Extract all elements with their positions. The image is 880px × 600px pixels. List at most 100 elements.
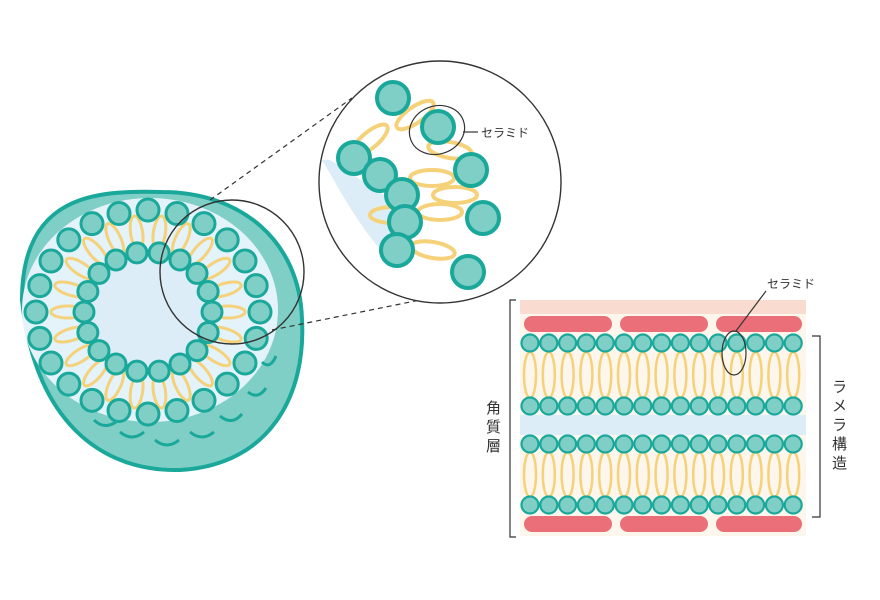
ceramide-head — [104, 248, 128, 272]
ceramide-head — [651, 333, 672, 353]
ceramide-head — [539, 333, 559, 353]
ceramide-head — [539, 495, 559, 515]
ceramide-head — [764, 396, 785, 416]
ceramide-head — [670, 495, 691, 515]
ceramide-head — [651, 495, 672, 515]
corneocyte-cell — [620, 516, 708, 532]
ceramide-head — [106, 200, 132, 226]
ceramide-head — [214, 371, 240, 397]
ceramide-head — [520, 495, 540, 515]
ceramide-head — [557, 333, 578, 353]
ceramide-head — [557, 495, 578, 515]
ceramide-head — [689, 495, 709, 515]
ceramide-head — [764, 495, 785, 515]
ceramide-head — [56, 371, 82, 397]
ceramide-head — [520, 396, 540, 416]
ceramide-head — [745, 434, 766, 454]
sphere-bottom-arcs — [92, 355, 278, 447]
ceramide-head — [670, 396, 691, 416]
lamellar-label-3: ラ — [832, 416, 847, 434]
ceramide-head — [125, 241, 149, 265]
ceramide-head — [185, 339, 209, 363]
ceramide-head — [27, 325, 53, 351]
ceramide-head — [614, 434, 634, 454]
sphere-ceramide-heads — [23, 197, 273, 427]
ceramide-head — [727, 396, 747, 416]
ceramide-head — [164, 398, 190, 424]
lamellar-label-1: ラ — [832, 378, 847, 396]
ceramide-head — [76, 279, 100, 303]
ceramide-head — [336, 140, 372, 176]
ceramide-head — [56, 227, 82, 253]
ceramide-head — [168, 352, 192, 376]
ceramide-head — [79, 211, 105, 237]
ceramide-head — [764, 434, 785, 454]
lipid-sphere — [19, 189, 305, 473]
ceramide-head — [539, 396, 559, 416]
stratum-corneum-label-1: 角 — [486, 399, 501, 417]
lamellar-ceramide-ring — [721, 330, 747, 376]
magnified-core — [322, 160, 392, 262]
ceramide-head — [191, 211, 217, 237]
ceramide-head — [557, 396, 578, 416]
corneocyte-cell — [524, 516, 612, 532]
ceramide-head — [727, 495, 747, 515]
ceramide-head — [23, 299, 49, 325]
corneocyte-cell — [524, 316, 612, 332]
ceramide-head — [708, 396, 728, 416]
ceramide-head — [689, 396, 709, 416]
ceramide-head — [243, 325, 269, 351]
zoom-source-circle — [159, 199, 305, 345]
ceramide-head — [689, 434, 709, 454]
ceramide-head — [576, 495, 597, 515]
lamellar-label-5: 造 — [832, 454, 847, 472]
lamellar-mid-band — [520, 415, 806, 435]
ceramide-head — [745, 495, 766, 515]
ceramide-head — [247, 299, 273, 325]
ceramide-head — [633, 333, 653, 353]
lamellar-structure-bracket — [812, 335, 821, 518]
ceramide-head — [783, 333, 803, 353]
ceramide-head — [595, 333, 615, 353]
magnified-ceramide-heads — [336, 80, 501, 290]
ceramide-head — [420, 109, 456, 145]
ceramide-head — [689, 333, 709, 353]
ceramide-head — [708, 495, 728, 515]
ceramide-head — [557, 434, 578, 454]
ceramide-head — [727, 434, 747, 454]
ceramide-head — [651, 396, 672, 416]
ceramide-head — [576, 333, 597, 353]
ceramide-head — [362, 157, 398, 193]
lamellar-diagram: セラミド 角 質 層 ラ メ ラ 構 造 — [486, 277, 847, 538]
corneocyte-cell — [716, 516, 802, 532]
ceramide-head — [87, 339, 111, 363]
lamellar-pointer-line — [735, 290, 767, 332]
ceramide-head — [168, 248, 192, 272]
ceramide-head — [465, 200, 501, 236]
ceramide-head — [104, 352, 128, 376]
lamellar-label-2: メ — [832, 397, 847, 415]
lamellar-ceramide-heads — [520, 333, 803, 515]
magnified-view: セラミド — [318, 60, 562, 304]
ceramide-head — [200, 300, 224, 324]
ceramide-head — [670, 434, 691, 454]
ceramide-head — [633, 396, 653, 416]
ceramide-head — [147, 241, 171, 265]
ceramide-label-lamellar: セラミド — [767, 277, 815, 291]
lipid-tail — [394, 98, 436, 132]
corneocyte-cell — [620, 316, 708, 332]
ceramide-head — [196, 279, 220, 303]
stratum-corneum-label-3: 層 — [486, 437, 501, 455]
ceramide-head — [38, 350, 64, 376]
lamellar-label-4: 構 — [832, 435, 847, 453]
ceramide-head — [576, 434, 597, 454]
ceramide-label-zoom: セラミド — [481, 126, 529, 140]
ceramide-head — [453, 152, 489, 188]
ceramide-head — [745, 333, 766, 353]
ceramide-head — [232, 350, 258, 376]
ceramide-head — [783, 396, 803, 416]
ceramide-head — [191, 387, 217, 413]
stratum-corneum-label-2: 質 — [486, 418, 501, 436]
ceramide-head — [38, 248, 64, 274]
